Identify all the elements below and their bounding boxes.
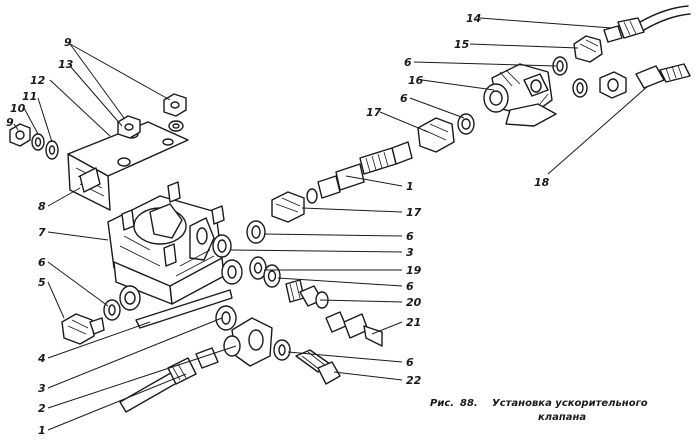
washer-6-right-body <box>263 264 281 288</box>
washer-11 <box>45 140 59 160</box>
callout-1: 1 <box>38 424 46 437</box>
callout-16: 16 <box>408 74 424 87</box>
callout-6: 6 <box>406 356 414 369</box>
callout-6: 6 <box>38 256 46 269</box>
nut-9-top-right <box>163 93 187 117</box>
callout-labels: 14 15 6 16 6 17 18 9 13 12 11 10 9 8 7 6… <box>6 12 550 437</box>
caption-number: 88. <box>460 398 478 409</box>
pipe-1-lower <box>119 347 219 413</box>
callout-6: 6 <box>406 230 414 243</box>
callout-1: 1 <box>406 180 414 193</box>
fitting-18-nut <box>599 71 627 99</box>
pipe-4 <box>135 289 233 329</box>
bolt-22 <box>295 349 341 385</box>
callout-17: 17 <box>366 106 382 119</box>
callout-17: 17 <box>406 206 422 219</box>
fitting-17-lower <box>271 191 305 223</box>
callout-6: 6 <box>406 280 414 293</box>
washer-10 <box>31 133 45 151</box>
caption-title-line2: клапана <box>538 412 586 423</box>
callout-3: 3 <box>38 382 46 395</box>
callout-21: 21 <box>406 316 421 329</box>
callout-22: 22 <box>406 374 422 387</box>
callout-18: 18 <box>534 176 550 189</box>
callout-5: 5 <box>38 276 46 289</box>
plug-5 <box>61 313 105 345</box>
callout-9: 9 <box>6 116 14 129</box>
fitting-20 <box>285 279 329 309</box>
leader-lines <box>13 17 649 431</box>
washer-6-banjo <box>273 339 291 361</box>
washer-9 <box>168 120 184 132</box>
callout-11: 11 <box>22 90 37 103</box>
callout-4: 4 <box>37 352 46 365</box>
banjo-2 <box>223 317 273 367</box>
pipe-1-upper <box>306 141 413 204</box>
caption-prefix: Рис. <box>430 398 454 409</box>
washer-6-right <box>572 78 588 98</box>
valve-body-7 <box>107 181 243 311</box>
washer-6-body <box>246 220 266 244</box>
callout-7: 7 <box>38 226 46 239</box>
washer-3 <box>215 305 237 331</box>
nut-15 <box>573 35 603 63</box>
washer-6-mid <box>457 113 475 135</box>
callout-19: 19 <box>406 264 422 277</box>
nut-9-left <box>9 123 31 147</box>
nut-9-bracket <box>117 115 141 139</box>
figure-caption: Рис. 88. Установка ускорительного клапан… <box>430 398 648 423</box>
fitting-17-upper <box>417 117 455 153</box>
relay-valve-16 <box>483 63 557 127</box>
callout-6: 6 <box>400 92 408 105</box>
callout-2: 2 <box>38 402 46 415</box>
callout-12: 12 <box>30 74 46 87</box>
caption-title-line1: Установка ускорительного <box>492 398 648 409</box>
callout-8: 8 <box>38 200 46 213</box>
callout-10: 10 <box>10 102 26 115</box>
pipe-21 <box>325 311 383 347</box>
callout-3: 3 <box>406 246 414 259</box>
fitting-18 <box>635 63 691 89</box>
callout-9: 9 <box>64 36 72 49</box>
callout-15: 15 <box>454 38 470 51</box>
callout-13: 13 <box>58 58 74 71</box>
washer-6-left <box>103 299 121 321</box>
callout-14: 14 <box>466 12 481 25</box>
hose-14 <box>603 5 691 43</box>
callout-20: 20 <box>406 296 422 309</box>
callout-6: 6 <box>404 56 412 69</box>
